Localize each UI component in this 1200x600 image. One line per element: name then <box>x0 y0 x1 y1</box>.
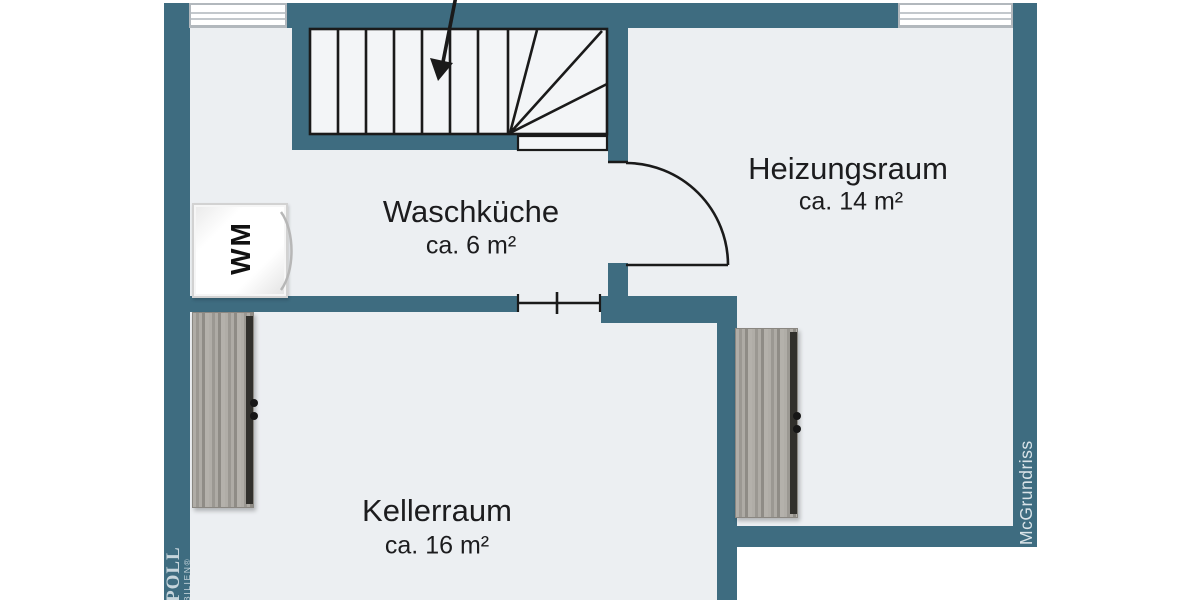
wall-stair-bottom <box>292 134 518 150</box>
room-area-heizungsraum: ca. 14 m² <box>798 187 904 216</box>
washing-machine-door-arc <box>279 211 293 291</box>
cabinet-front-edge <box>790 332 797 514</box>
logo-vonpoll-line2: BILIEN® <box>182 557 192 600</box>
room-label-heizungsraum: Heizungsraum <box>748 151 948 186</box>
staircase-winder-treads <box>508 29 608 135</box>
window-top-left <box>189 3 287 28</box>
stair-direction-arrow-head <box>430 58 453 81</box>
window-pane-line <box>900 18 1011 20</box>
window-pane-line <box>191 18 285 20</box>
stair-direction-arrow-shaft <box>441 0 458 63</box>
room-label-kellerraum: Kellerraum <box>362 493 512 528</box>
staircase-outline <box>308 27 609 136</box>
wall-mid-junction <box>601 296 737 323</box>
watermark-mcgrundriss: McGrundriss <box>1016 440 1036 545</box>
wall-stair-left <box>292 28 310 150</box>
room-area-kellerraum: ca. 16 m² <box>384 531 490 560</box>
cabinet-heizungsraum <box>735 328 798 518</box>
room-area-waschkueche: ca. 6 m² <box>425 231 517 260</box>
wall-heizungsraum-bottom <box>737 526 1037 547</box>
cabinet-knob <box>250 412 258 420</box>
cabinet-front-edge <box>246 316 253 504</box>
wall-top <box>164 3 1037 28</box>
wall-left <box>164 3 190 600</box>
washing-machine <box>192 203 288 298</box>
cabinet-knob <box>793 412 801 420</box>
room-label-waschkueche: Waschküche <box>382 194 560 229</box>
wall-waschkueche-bottom <box>190 296 518 312</box>
floor-kellerraum-bottom <box>190 547 717 600</box>
passage-jamb-caps <box>516 294 602 312</box>
window-pane-line <box>191 12 285 14</box>
cabinet-kellerraum <box>192 312 254 508</box>
window-top-right <box>898 3 1013 28</box>
cabinet-knob <box>250 399 258 407</box>
washing-machine-label: WM <box>225 221 256 275</box>
wall-waschkueche-heizungsraum-upper <box>608 28 628 163</box>
cabinet-knob <box>793 425 801 433</box>
staircase-bottom-step <box>516 134 609 152</box>
window-pane-line <box>900 12 1011 14</box>
staircase-treads <box>336 30 510 133</box>
door-swing-arc <box>625 161 730 266</box>
wall-right <box>1013 3 1037 547</box>
wall-kellerraum-heizungsraum <box>717 296 737 600</box>
